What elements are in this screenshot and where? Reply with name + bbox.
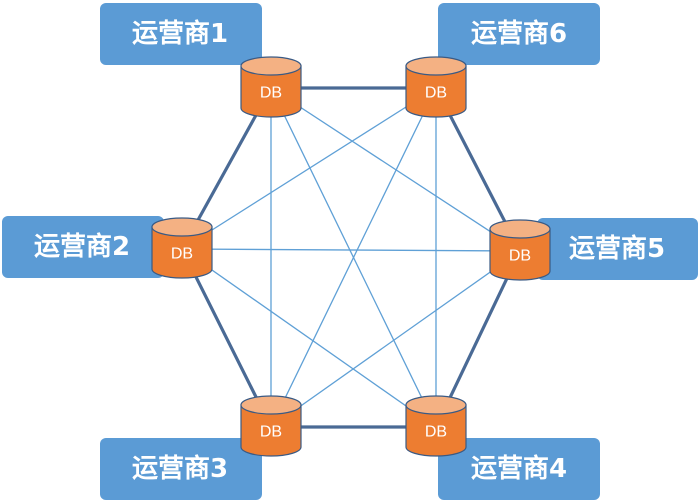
db-node-6-top bbox=[405, 56, 467, 76]
operator-label-2-text: 运营商2 bbox=[34, 231, 130, 262]
operator-label-2: 运营商2 bbox=[2, 216, 164, 278]
operator-label-4-box bbox=[438, 438, 600, 500]
operator-label-5-box bbox=[537, 218, 698, 280]
db-node-6-body bbox=[405, 65, 467, 118]
operator-label-5: 运营商5 bbox=[537, 218, 698, 280]
mesh-edge-n2-n5 bbox=[181, 248, 521, 252]
mesh-edge-n2-n6 bbox=[181, 87, 437, 250]
mesh-edge-n1-n5 bbox=[270, 87, 521, 252]
db-node-5-label: DB bbox=[509, 248, 531, 265]
operator-label-6-box bbox=[438, 3, 600, 65]
operator-label-1-box bbox=[100, 3, 262, 65]
db-node-4: DB bbox=[405, 395, 467, 457]
hexagon-connections bbox=[180, 86, 522, 429]
operator-label-1-text: 运营商1 bbox=[132, 18, 228, 49]
db-node-5: DB bbox=[489, 219, 551, 281]
db-node-2: DB bbox=[151, 217, 213, 279]
db-node-3: DB bbox=[240, 395, 302, 457]
db-node-6: DB bbox=[405, 56, 467, 118]
operator-label-6-text: 运营商6 bbox=[471, 18, 567, 49]
db-node-4-top bbox=[405, 395, 467, 415]
db-node-5-top bbox=[489, 219, 551, 239]
operator-labels: 运营商1 运营商2 运营商3 运营商4 运营商5 运营商6 bbox=[2, 3, 698, 500]
mesh-edge-n2-n4 bbox=[181, 248, 437, 428]
operator-label-3-box bbox=[100, 438, 262, 500]
db-node-4-label: DB bbox=[425, 424, 447, 441]
mesh-connections bbox=[181, 87, 521, 428]
db-node-1: DB bbox=[240, 56, 302, 118]
mesh-edge-n3-n6 bbox=[270, 87, 437, 428]
db-node-1-body bbox=[240, 65, 302, 118]
db-node-1-label: DB bbox=[260, 85, 282, 102]
db-node-2-top bbox=[151, 217, 213, 237]
db-node-2-body bbox=[151, 226, 213, 279]
db-node-3-body bbox=[240, 404, 302, 457]
operator-label-4: 运营商4 bbox=[438, 438, 600, 500]
mesh-edge-n3-n5 bbox=[270, 250, 521, 428]
db-node-4-body bbox=[405, 404, 467, 457]
operator-label-5-text: 运营商5 bbox=[569, 233, 665, 264]
operator-label-4-text: 运营商4 bbox=[471, 453, 567, 484]
db-node-6-label: DB bbox=[425, 85, 447, 102]
db-nodes: DB DB DB DB DB DB bbox=[151, 56, 551, 457]
operator-label-1: 运营商1 bbox=[100, 3, 262, 65]
db-node-3-label: DB bbox=[260, 424, 282, 441]
operator-label-3: 运营商3 bbox=[100, 438, 262, 500]
db-node-5-body bbox=[489, 228, 551, 281]
operator-label-2-box bbox=[2, 216, 164, 278]
db-node-2-label: DB bbox=[171, 246, 193, 263]
operator-label-3-text: 运营商3 bbox=[132, 453, 228, 484]
db-node-1-top bbox=[240, 56, 302, 76]
db-node-3-top bbox=[240, 395, 302, 415]
operator-label-6: 运营商6 bbox=[438, 3, 600, 65]
